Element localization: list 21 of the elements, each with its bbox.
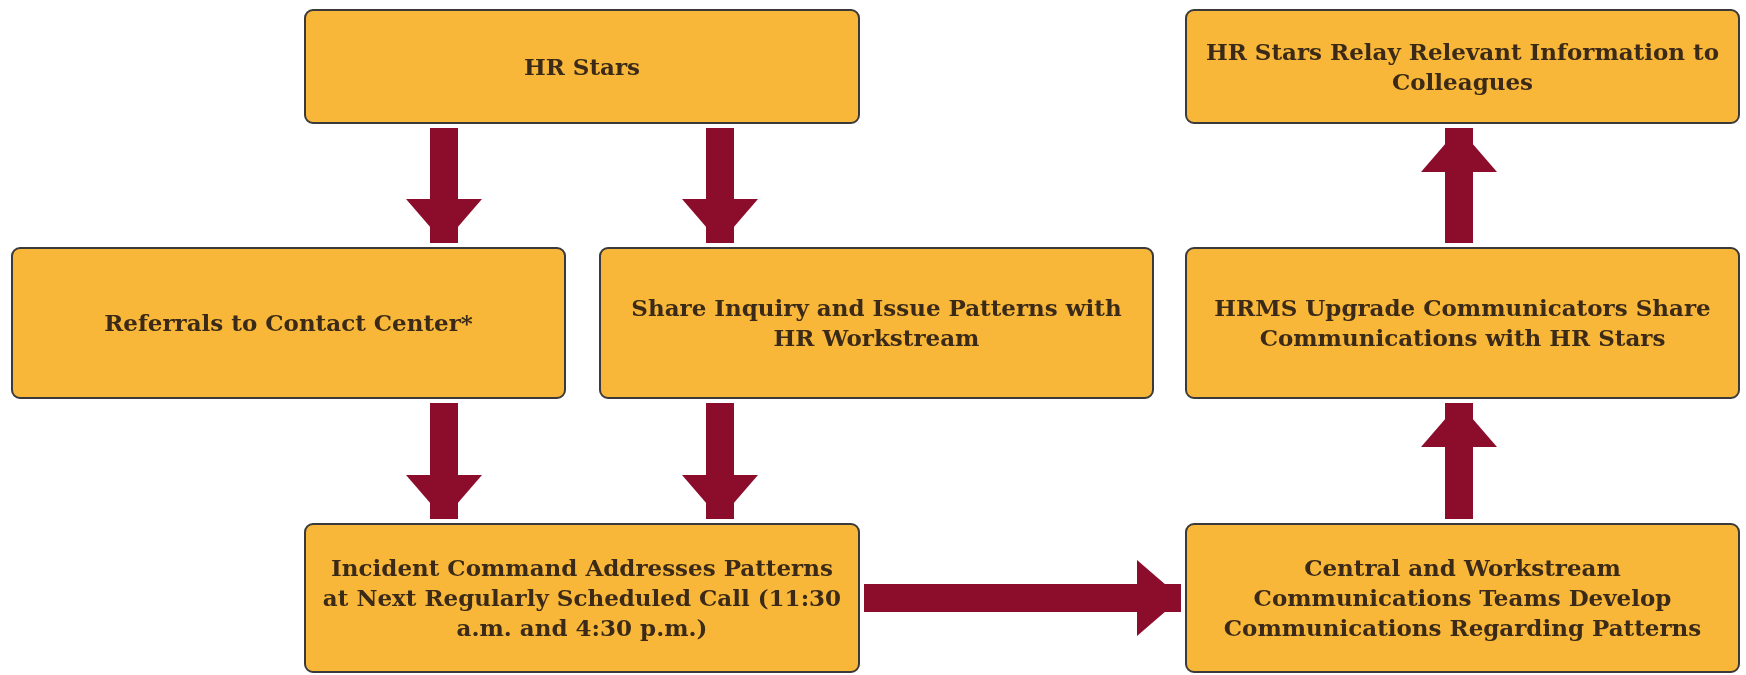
box-label: HRMS Upgrade Communicators Share Communications with HR Stars [1213, 293, 1712, 353]
process-box [1185, 247, 1740, 399]
arrow [682, 128, 758, 243]
arrow [1421, 403, 1497, 519]
box-label: Referrals to Contact Center* [104, 308, 473, 338]
box-label: HR Stars Relay Relevant Information to Colleagues [1205, 36, 1720, 97]
process-box [304, 523, 860, 673]
process-box [1185, 9, 1740, 124]
arrow [406, 128, 482, 243]
process-box [599, 247, 1154, 399]
process-box [304, 9, 860, 124]
box-label: HR Stars [523, 51, 641, 82]
process-box [11, 247, 566, 399]
box-label: Incident Command Addresses Patterns at Next Regularly Scheduled Call (11:30 a.m. and 4:30 p.m.) [322, 553, 842, 643]
arrow [1421, 128, 1497, 243]
arrow [406, 403, 482, 519]
arrow [682, 403, 758, 519]
box-label: Central and Workstream Communications Teams Develop Communications Regarding Patterns [1222, 553, 1703, 643]
process-box [1185, 523, 1740, 673]
arrow [864, 560, 1181, 636]
box-label: Share Inquiry and Issue Patterns with HR Workstream [630, 293, 1123, 353]
